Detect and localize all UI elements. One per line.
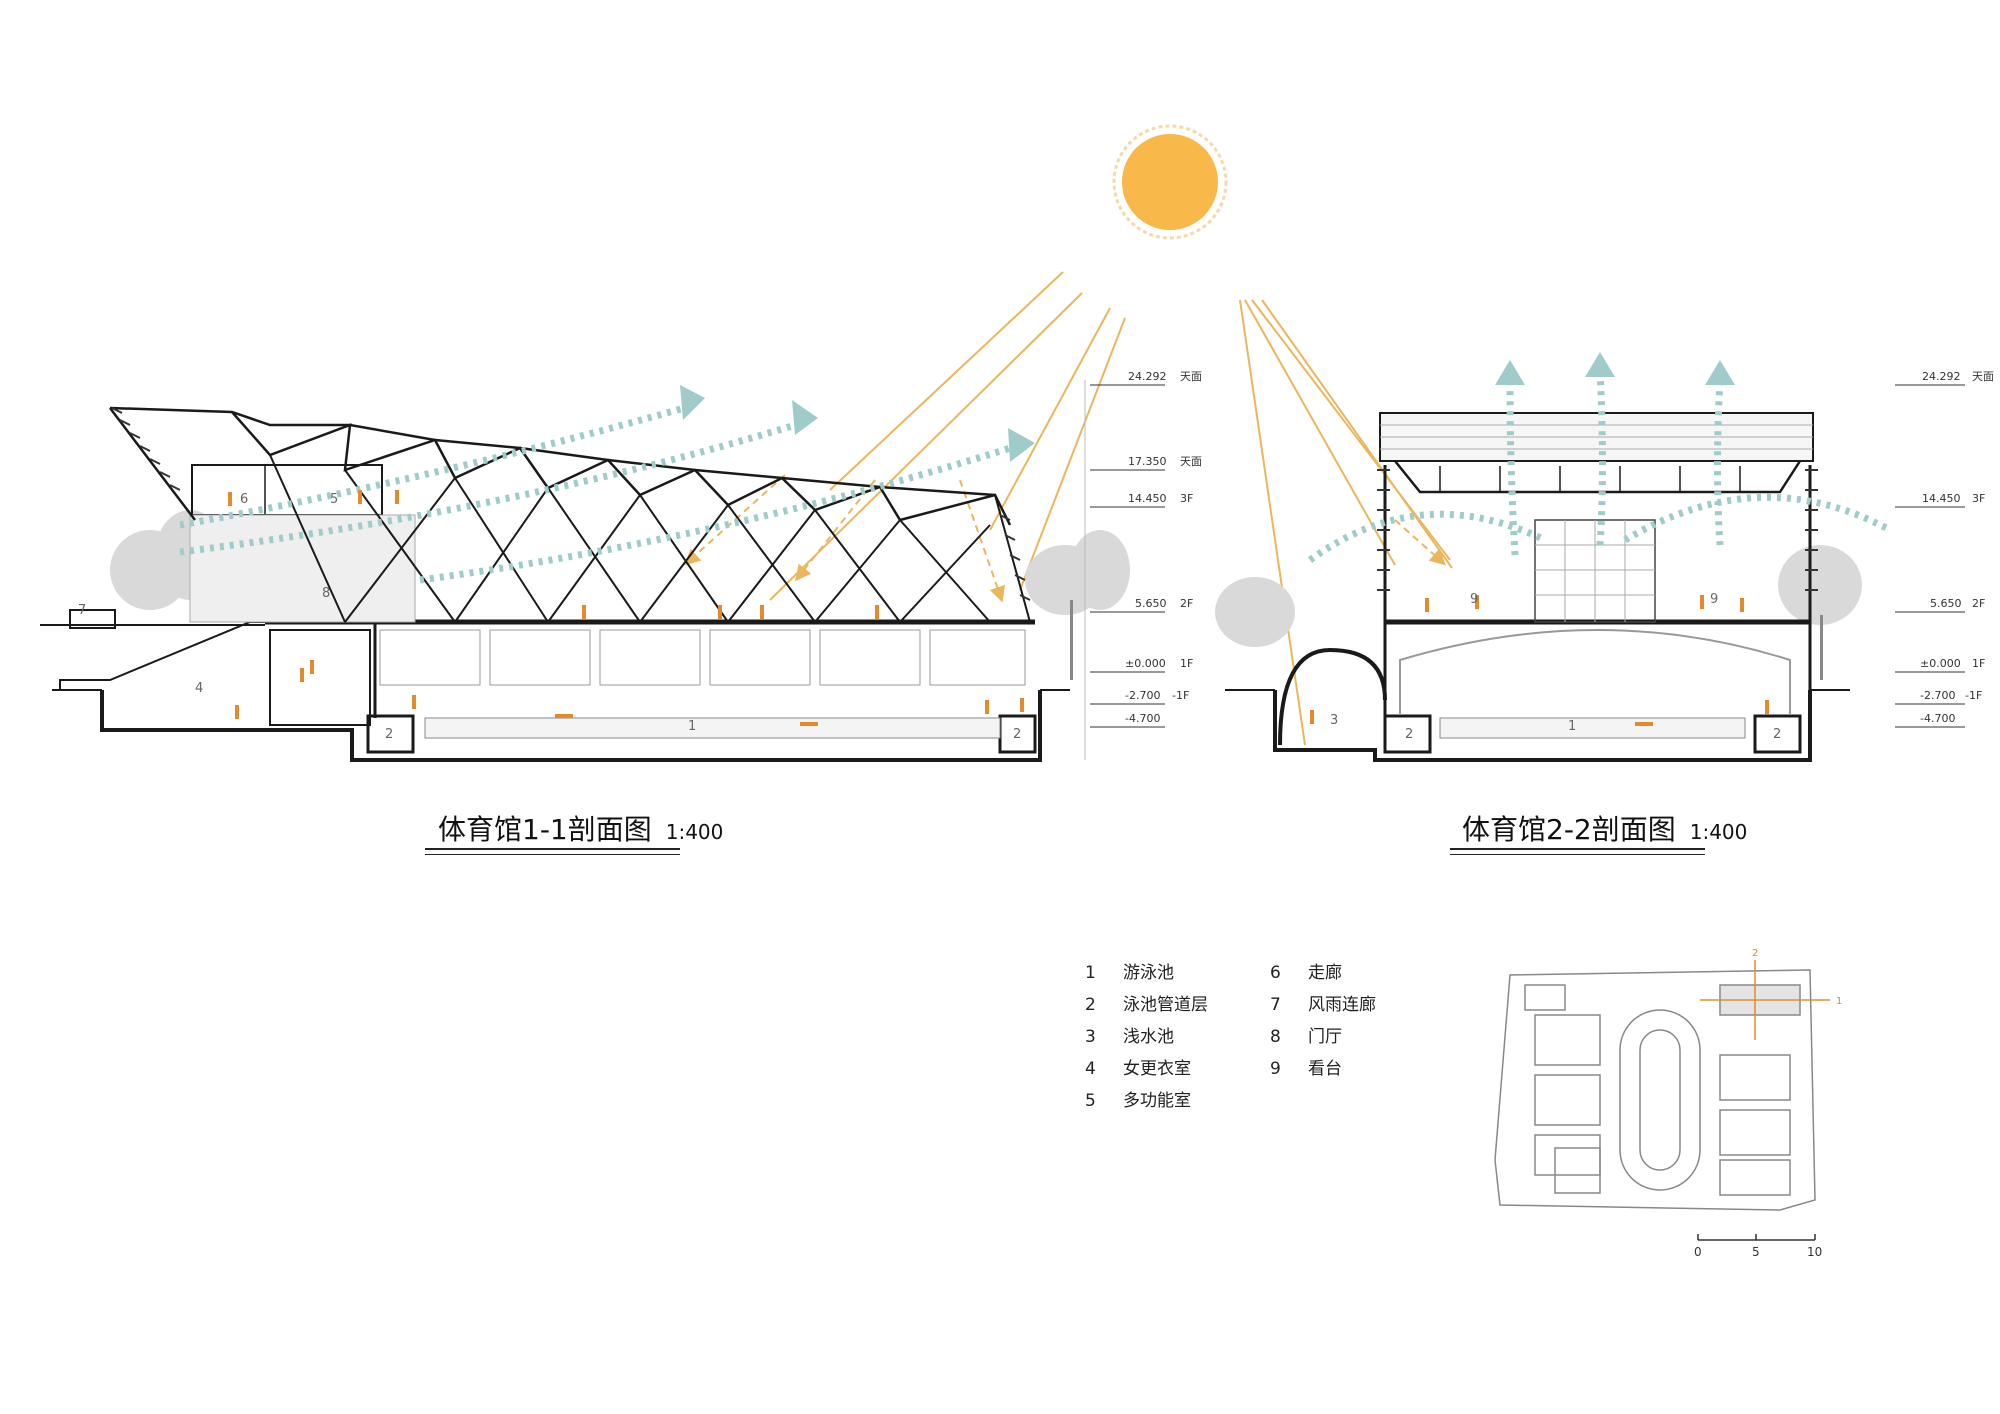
room-tag: 5 bbox=[330, 492, 338, 507]
title-underline bbox=[1450, 848, 1705, 850]
tree-icon bbox=[1215, 545, 1862, 680]
scale-tick: 5 bbox=[1752, 1245, 1760, 1259]
room-tag: 1 bbox=[1568, 719, 1576, 734]
level-value: 24.292 bbox=[1128, 370, 1167, 383]
level-value: 5.650 bbox=[1930, 597, 1962, 610]
title-underline bbox=[1450, 854, 1705, 855]
level-value: 24.292 bbox=[1922, 370, 1961, 383]
level-name: -1F bbox=[1965, 689, 1982, 702]
title-underline bbox=[425, 854, 680, 855]
sun-rays bbox=[684, 271, 1453, 746]
room-tag: 3 bbox=[1330, 713, 1338, 728]
level-markers-section1 bbox=[1084, 380, 1165, 760]
level-value: -2.700 bbox=[1125, 689, 1160, 702]
scale-bar bbox=[1697, 1234, 1816, 1241]
title-underline bbox=[425, 848, 680, 850]
room-tag: 6 bbox=[240, 492, 248, 507]
scale-tick: 10 bbox=[1807, 1245, 1822, 1259]
section-2-title-text: 体育馆2-2剖面图 bbox=[1462, 813, 1676, 846]
room-tag: 4 bbox=[195, 681, 203, 696]
room-tag: 9 bbox=[1710, 592, 1718, 607]
level-value: ±0.000 bbox=[1125, 657, 1166, 670]
section-1-title-text: 体育馆1-1剖面图 bbox=[438, 813, 652, 846]
level-name: -1F bbox=[1172, 689, 1189, 702]
section-1-1: 1 2 2 4 5 6 7 8 bbox=[40, 385, 1130, 762]
level-name: 2F bbox=[1972, 597, 1985, 610]
sun-icon bbox=[1112, 124, 1228, 240]
level-name: 天面 bbox=[1972, 370, 1994, 383]
key-plan bbox=[1494, 969, 1816, 1211]
people-figures bbox=[1310, 595, 1769, 726]
level-name: 天面 bbox=[1180, 455, 1202, 468]
level-markers-section2 bbox=[1895, 384, 1965, 728]
room-tag: 7 bbox=[78, 603, 86, 618]
room-tag: 2 bbox=[1773, 727, 1781, 742]
room-tag: 2 bbox=[1405, 727, 1413, 742]
section-1-title: 体育馆1-1剖面图 1:400 bbox=[438, 808, 723, 848]
cut-mark: 1 bbox=[1836, 996, 1842, 1007]
level-name: 1F bbox=[1180, 657, 1193, 670]
level-value: -4.700 bbox=[1125, 712, 1160, 725]
room-tag: 1 bbox=[688, 719, 696, 734]
level-value: -2.700 bbox=[1920, 689, 1955, 702]
room-tag: 2 bbox=[1013, 727, 1021, 742]
level-name: 3F bbox=[1972, 492, 1985, 505]
room-tag: 2 bbox=[385, 727, 393, 742]
section-1-scale: 1:400 bbox=[665, 820, 724, 844]
level-value: -4.700 bbox=[1920, 712, 1955, 725]
key-plan-cut-lines bbox=[1700, 960, 1830, 1040]
level-name: 天面 bbox=[1180, 370, 1202, 383]
people-figures bbox=[228, 490, 1024, 726]
level-name: 1F bbox=[1972, 657, 1985, 670]
section-2-2: 1 2 2 3 9 9 bbox=[1215, 352, 1892, 762]
room-tag: 9 bbox=[1470, 592, 1478, 607]
cut-mark: 2 bbox=[1752, 948, 1758, 959]
level-value: 14.450 bbox=[1922, 492, 1961, 505]
level-value: 5.650 bbox=[1135, 597, 1167, 610]
section-2-title: 体育馆2-2剖面图 1:400 bbox=[1462, 808, 1747, 848]
level-value: 17.350 bbox=[1128, 455, 1167, 468]
room-tag: 8 bbox=[322, 586, 330, 601]
level-value: ±0.000 bbox=[1920, 657, 1961, 670]
level-name: 3F bbox=[1180, 492, 1193, 505]
scale-tick: 0 bbox=[1694, 1245, 1702, 1259]
section-2-scale: 1:400 bbox=[1689, 820, 1748, 844]
level-name: 2F bbox=[1180, 597, 1193, 610]
level-value: 14.450 bbox=[1128, 492, 1167, 505]
